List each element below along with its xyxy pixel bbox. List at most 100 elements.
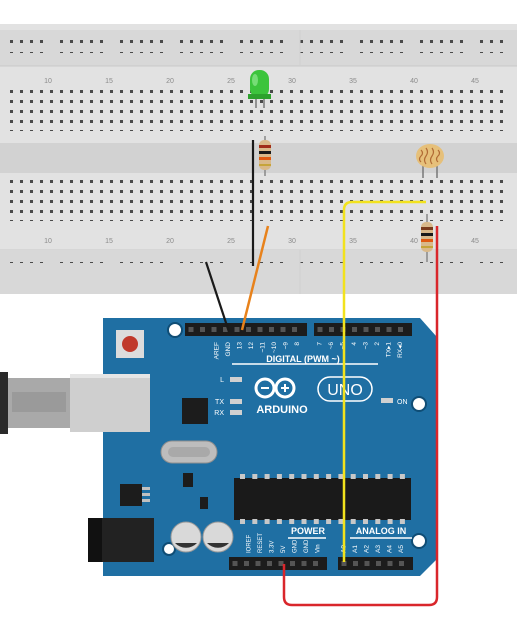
header-pin[interactable] <box>200 327 205 332</box>
usb-cable-end <box>0 372 8 434</box>
header-pin[interactable] <box>232 561 238 566</box>
power-pin-label: GND <box>304 539 310 553</box>
breadboard-top-rail <box>0 30 517 66</box>
chip-pin <box>350 519 356 524</box>
analog-pin-label: A1 <box>352 545 359 553</box>
analog-pin-label: A3 <box>375 545 382 553</box>
arduino-logo-text: ARDUINO <box>256 404 308 416</box>
header-pin[interactable] <box>329 327 334 332</box>
power-pin-label: GND <box>293 539 299 553</box>
power-header <box>229 557 327 570</box>
header-pin[interactable] <box>399 561 404 566</box>
digital-pin-label: 7 <box>317 342 324 346</box>
digital-pin-label: ~11 <box>260 342 267 353</box>
wire-orange-pin13[interactable] <box>240 225 270 331</box>
header-pin[interactable] <box>292 327 297 332</box>
chip-pin <box>313 474 319 479</box>
chip-pin <box>387 519 393 524</box>
chip-pin <box>240 519 245 524</box>
chip-pin <box>252 474 258 479</box>
chip-pin <box>363 519 368 524</box>
column-number-label: 40 <box>410 78 418 85</box>
atmega-chip <box>234 478 411 520</box>
chip-pin <box>289 519 295 524</box>
rx-led <box>230 410 242 415</box>
usb-port[interactable] <box>70 374 150 432</box>
voltage-regulator <box>120 484 142 506</box>
analog-pin-label: A4 <box>387 545 394 553</box>
usb-chip <box>182 398 208 424</box>
header-pin[interactable] <box>317 327 323 332</box>
led-resistor[interactable] <box>259 136 271 176</box>
header-pin[interactable] <box>375 327 380 332</box>
column-number-label: 20 <box>166 78 174 85</box>
header-pin[interactable] <box>386 327 392 332</box>
on-led-label: ON <box>397 399 408 406</box>
header-pin[interactable] <box>363 327 369 332</box>
header-pin[interactable] <box>398 327 403 332</box>
header-pin[interactable] <box>353 561 358 566</box>
header-pin[interactable] <box>234 327 240 332</box>
column-number-label: 25 <box>227 78 235 85</box>
header-pin[interactable] <box>280 327 286 332</box>
reset-button[interactable] <box>122 336 138 352</box>
header-pin[interactable] <box>223 327 228 332</box>
header-pin[interactable] <box>188 327 194 332</box>
analog-header-label: ANALOG IN <box>356 526 407 536</box>
header-pin[interactable] <box>211 327 217 332</box>
header-pin[interactable] <box>352 327 357 332</box>
digital-pin-label: ~6 <box>328 342 335 350</box>
header-pin[interactable] <box>255 561 261 566</box>
header-pin[interactable] <box>269 327 274 332</box>
digital-pin-label: ~9 <box>283 342 290 350</box>
header-pin[interactable] <box>267 561 272 566</box>
digital-pin-label: 4 <box>351 342 358 346</box>
power-pin-label: RESET <box>258 533 264 553</box>
rail-holes <box>8 274 508 277</box>
digital-pin-label: 2 <box>374 342 381 346</box>
header-pin[interactable] <box>244 561 249 566</box>
digital-pin-label: ~3 <box>363 342 370 350</box>
power-pin-label: 5V <box>281 546 287 553</box>
digital-pin-label: GND <box>225 342 232 357</box>
chip-pin <box>338 519 344 524</box>
digital-pin-label: RX◂0 <box>397 342 404 358</box>
column-number-label: 20 <box>166 238 174 245</box>
digital-pin-label: TX▸1 <box>386 342 393 358</box>
chip-pin <box>326 519 332 524</box>
power-pin-label: IOREF <box>247 534 253 553</box>
header-pin[interactable] <box>387 561 393 566</box>
header-pin[interactable] <box>290 561 295 566</box>
chip-pin <box>375 519 381 524</box>
header-pin[interactable] <box>246 327 251 332</box>
photoresistor[interactable] <box>416 144 444 178</box>
digital-pin-label: 12 <box>248 342 255 350</box>
mounting-hole <box>167 322 183 338</box>
ldr-resistor[interactable] <box>421 214 433 262</box>
column-number-label: 45 <box>471 238 479 245</box>
header-pin[interactable] <box>376 561 381 566</box>
power-header-label: POWER <box>291 526 326 536</box>
rail-holes <box>8 52 508 55</box>
breadboard-bottom-rail <box>0 250 517 294</box>
wire-black-gnd[interactable] <box>204 261 231 333</box>
chip-pin <box>326 474 332 479</box>
column-number-label: 15 <box>105 78 113 85</box>
analog-pin-label: A5 <box>398 545 405 553</box>
mounting-hole <box>411 533 427 549</box>
digital-header-right <box>314 323 412 336</box>
wire-yellow-a0[interactable] <box>342 200 426 562</box>
wire-red-5v[interactable] <box>282 226 439 607</box>
header-pin[interactable] <box>257 327 263 332</box>
header-pin[interactable] <box>301 561 307 566</box>
header-pin[interactable] <box>278 561 284 566</box>
header-pin[interactable] <box>313 561 318 566</box>
column-number-label: 40 <box>410 238 418 245</box>
digital-pin-label: ~10 <box>271 342 278 353</box>
header-pin[interactable] <box>364 561 370 566</box>
chip-pin <box>387 474 393 479</box>
header-pin[interactable] <box>341 561 347 566</box>
green-led[interactable] <box>248 70 271 108</box>
